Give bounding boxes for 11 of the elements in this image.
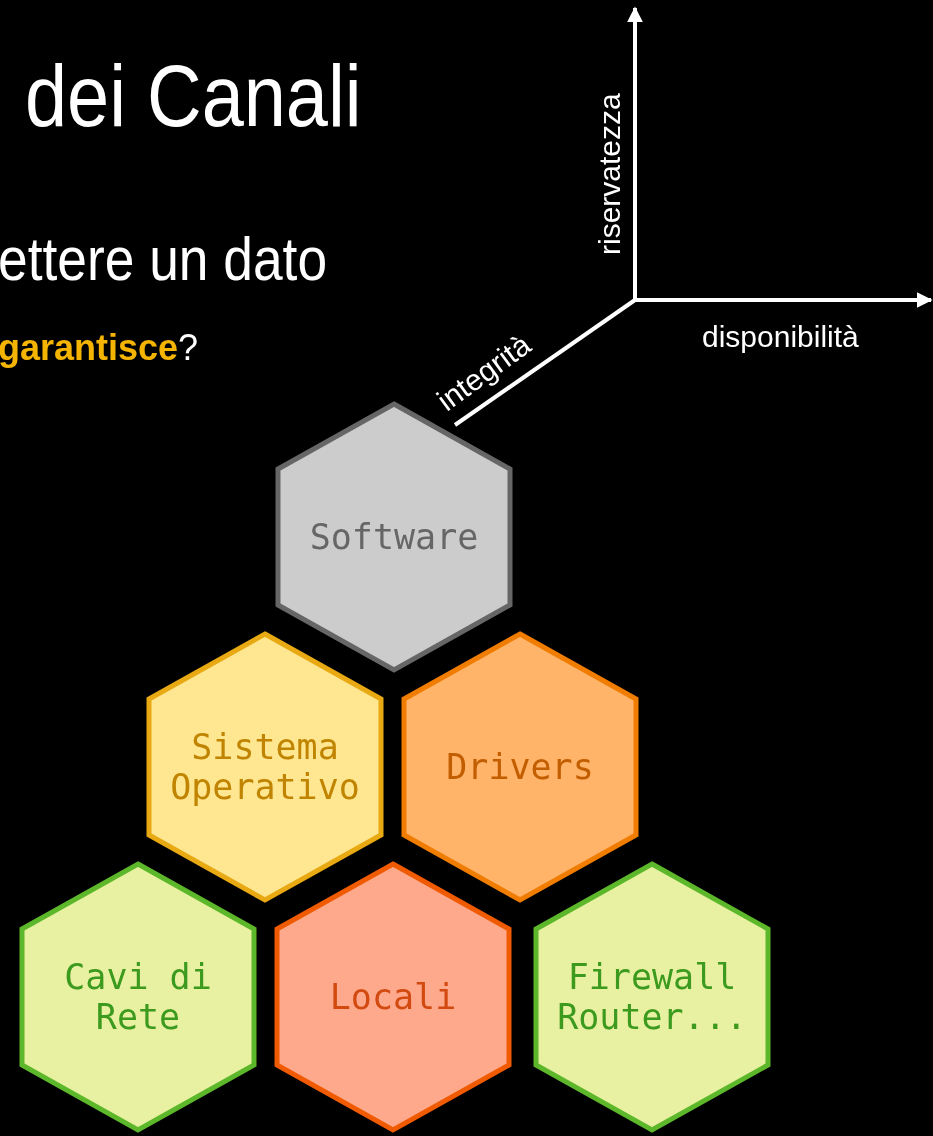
axis-label: riservatezza bbox=[595, 93, 625, 255]
hexagon-label: Locali bbox=[328, 976, 458, 1018]
hexagon-label: Cavi di Rete bbox=[63, 956, 213, 1038]
subtitle-text: ettere un dato bbox=[0, 228, 328, 290]
hexagon-label: Software bbox=[308, 516, 480, 558]
hexagon-label: Sistema Operativo bbox=[169, 726, 361, 808]
hexagon-label: Firewall Router... bbox=[556, 956, 748, 1038]
title-text: dei Canali bbox=[25, 52, 362, 140]
axis-label: disponibilità bbox=[702, 322, 859, 352]
hexagon-label: Drivers bbox=[445, 746, 595, 788]
question-text: garantisce? bbox=[0, 330, 199, 366]
